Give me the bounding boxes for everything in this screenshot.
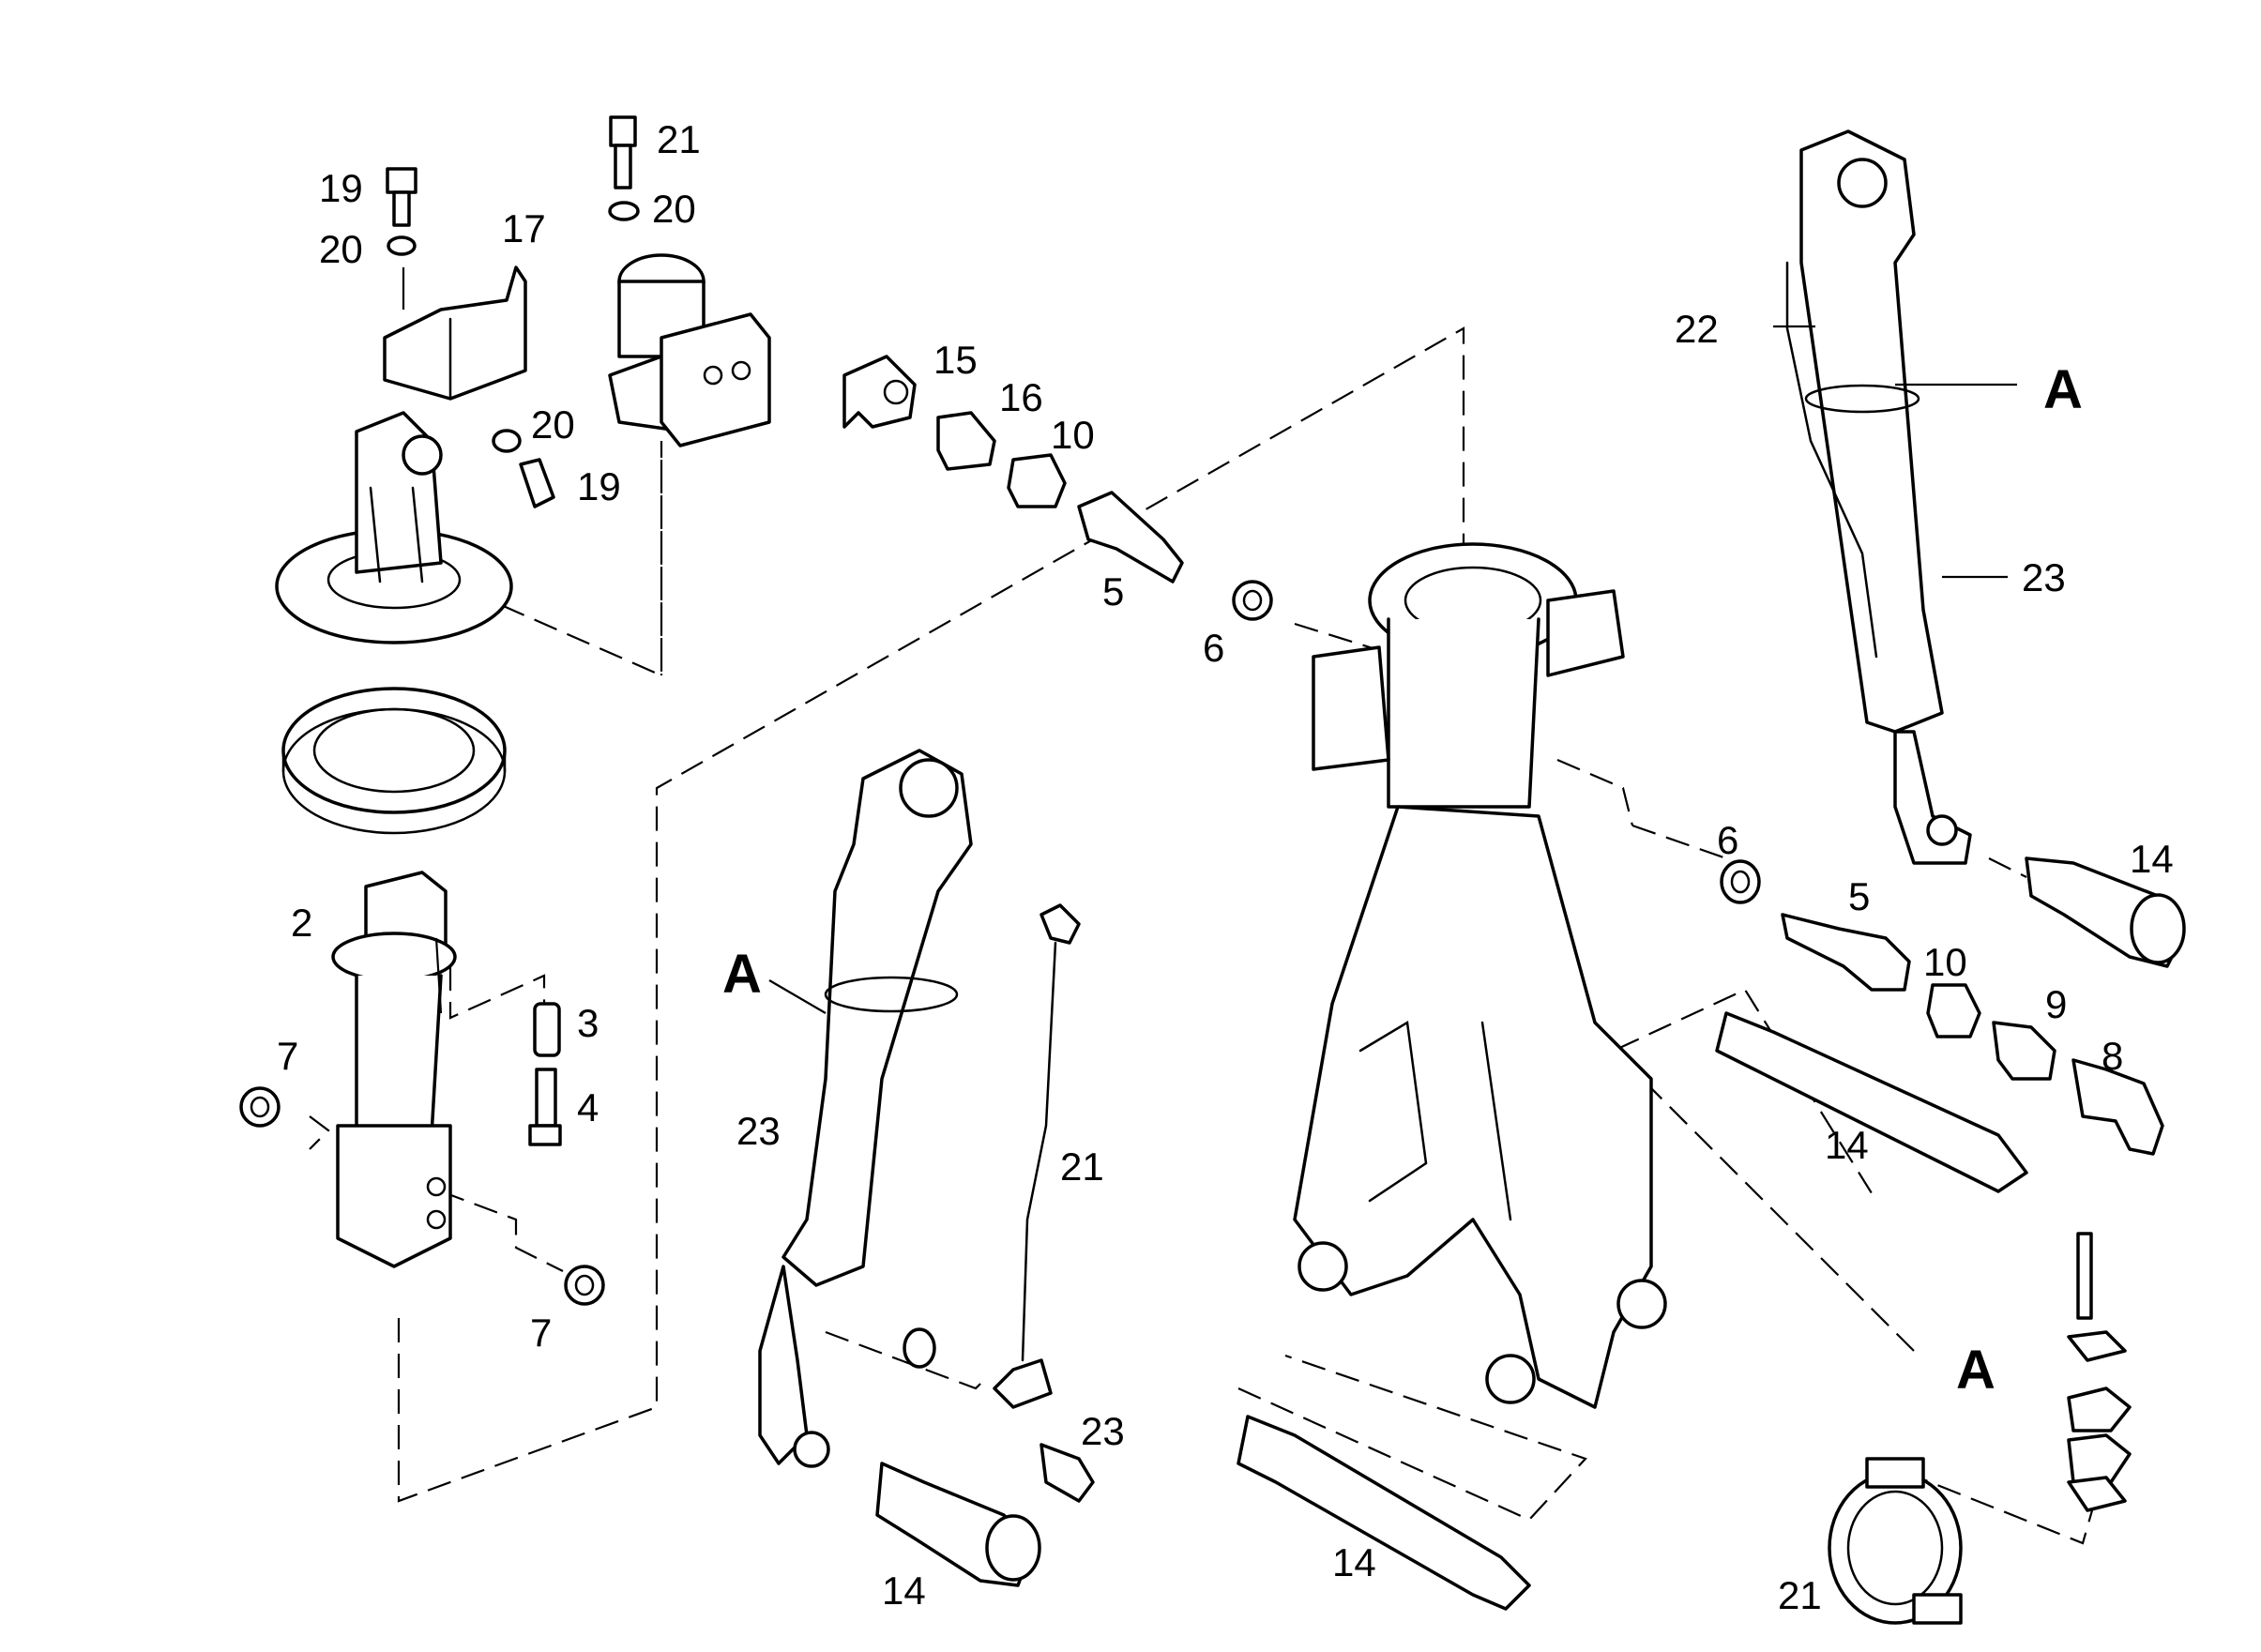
callout-7-right: 7 xyxy=(530,1311,552,1355)
callout-5-right: 5 xyxy=(1848,874,1870,918)
callout-10-right: 10 xyxy=(1923,940,1967,984)
pin-5-top xyxy=(1077,491,1184,584)
callout-2: 2 xyxy=(291,901,312,945)
washer-7-right xyxy=(564,1265,605,1306)
pin-14-bottom xyxy=(1237,1415,1531,1611)
detail-a-label-bottom: A xyxy=(1956,1340,1995,1401)
column-pedestal xyxy=(1293,542,1667,1409)
pin-14-right xyxy=(1715,1011,2028,1193)
bushing-3 xyxy=(533,1002,561,1057)
turntable-ring xyxy=(281,687,507,835)
callout-6-right: 6 xyxy=(1717,818,1738,862)
callout-16: 17 xyxy=(502,206,546,250)
elbow-fitting-8-top xyxy=(842,355,917,429)
callout-6-top: 6 xyxy=(1203,626,1224,670)
callout-14-right: 14 xyxy=(1825,1123,1869,1167)
nut-10-top xyxy=(1007,453,1067,508)
clamp-21 xyxy=(1828,1457,1963,1625)
callout-18-mid: 20 xyxy=(531,402,575,447)
washer-6-right xyxy=(1720,859,1761,904)
callout-4: 4 xyxy=(577,1085,599,1129)
hydraulic-cylinder-22-left xyxy=(758,749,973,1468)
washer-6-top xyxy=(1232,580,1273,621)
rotary-valve-block xyxy=(608,253,771,447)
hose-20-right xyxy=(1785,261,1878,659)
rotary-joint xyxy=(331,871,457,1268)
adapter-9-right xyxy=(1992,1021,2056,1081)
clamp-parts-stack xyxy=(2067,1232,2132,1512)
pin-15-left xyxy=(875,1462,1041,1587)
callout-15-right: 14 xyxy=(2130,837,2174,881)
hydraulic-cylinder-22-right xyxy=(1799,129,1972,865)
callout-8-top: 15 xyxy=(933,338,978,382)
washer-7-small xyxy=(903,1327,936,1369)
callout-23: 23 xyxy=(1081,1409,1125,1453)
guard-plate xyxy=(383,265,527,401)
bolt-4 xyxy=(528,1068,562,1146)
adapter-9-top xyxy=(936,411,996,471)
callout-18-top: 20 xyxy=(319,227,363,271)
callout-9-top: 16 xyxy=(999,375,1043,419)
hose-20-left xyxy=(993,903,1081,1409)
callout-7-left: 7 xyxy=(277,1034,298,1078)
washer-18-valve xyxy=(608,201,640,221)
washer-7-left xyxy=(239,1086,281,1128)
callout-17-top: 19 xyxy=(319,166,363,210)
callout-22-left: 23 xyxy=(736,1109,781,1153)
bolt-23 xyxy=(1039,1443,1095,1503)
callout-17-mid: 19 xyxy=(577,464,621,508)
leader-lines xyxy=(402,267,2017,1014)
callout-21: 21 xyxy=(1778,1573,1822,1617)
pin-5-right xyxy=(1781,913,1911,992)
callout-8-right: 8 xyxy=(2102,1034,2123,1078)
nut-10-right xyxy=(1926,983,1981,1038)
callout-20-right: 22 xyxy=(1675,307,1719,351)
callout-19: 21 xyxy=(657,117,701,161)
callout-labels: 19 20 17 20 19 21 20 15 16 10 5 6 22 23 … xyxy=(277,117,2174,1617)
callout-20-left: 21 xyxy=(1060,1144,1104,1189)
callout-15-left: 14 xyxy=(882,1569,926,1613)
callout-10-top: 10 xyxy=(1051,413,1095,457)
callout-14-bottom: 14 xyxy=(1332,1540,1376,1584)
detail-a-label-right: A xyxy=(2043,359,2083,420)
callout-9-right: 9 xyxy=(2045,982,2067,1026)
callout-22-right: 23 xyxy=(2022,555,2066,599)
detail-a-label-left: A xyxy=(722,944,762,1005)
washer-18-mid xyxy=(492,429,522,453)
bolt-19 xyxy=(609,115,637,189)
washer-18-top xyxy=(387,235,417,256)
bolt-17-top xyxy=(386,167,417,227)
detail-view-labels: A A A xyxy=(722,359,2083,1401)
callout-18-valve: 20 xyxy=(652,187,696,231)
slewing-bearing-housing xyxy=(275,411,513,644)
callout-3: 3 xyxy=(577,1001,599,1045)
callout-5-top: 5 xyxy=(1102,569,1124,614)
bolt-17-mid xyxy=(519,458,555,508)
elbow-fitting-8-right xyxy=(2071,1058,2164,1156)
pin-15-right xyxy=(2025,856,2186,968)
